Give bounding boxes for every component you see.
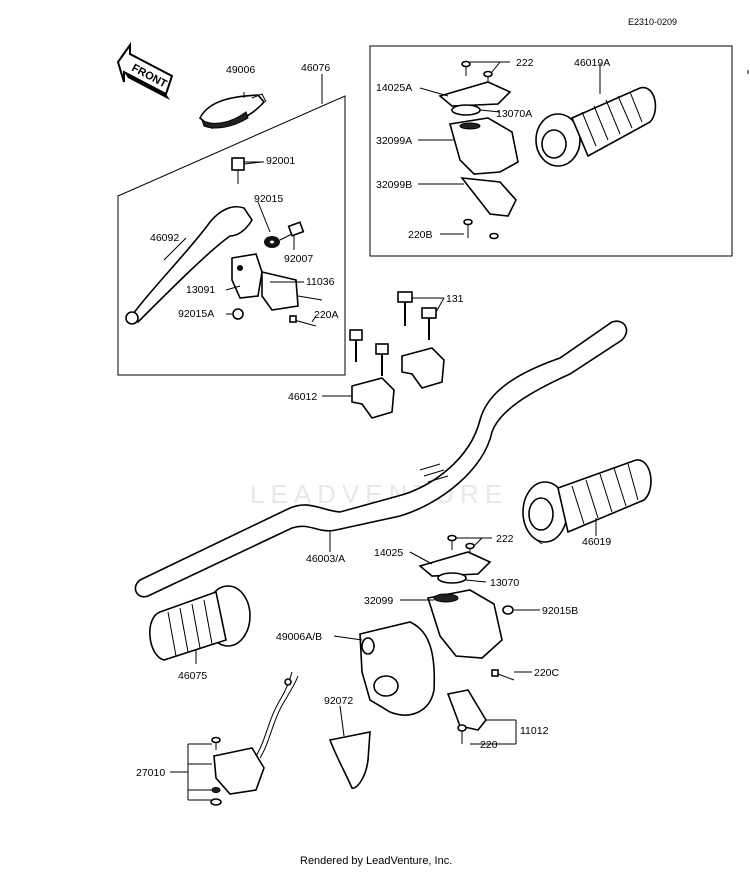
label-49006: 49006 xyxy=(226,64,255,76)
grip-46019-part xyxy=(522,459,652,545)
handlebar-part xyxy=(134,320,628,598)
label-11012: 11012 xyxy=(520,725,549,737)
gasket-13070-part xyxy=(437,572,467,584)
pivot-bolt-part xyxy=(231,157,263,184)
label-131: 131 xyxy=(446,293,464,305)
throttle-assembly-box xyxy=(369,45,733,257)
housing-32099a-part xyxy=(448,117,519,175)
bolts-131 xyxy=(349,291,437,376)
label-222-lower: 222 xyxy=(496,533,514,545)
clutch-lever-part xyxy=(125,206,253,325)
nut-92015b-part xyxy=(502,605,514,615)
cover-14025-part xyxy=(418,551,492,577)
label-14025: 14025 xyxy=(374,547,403,559)
label-13070: 13070 xyxy=(490,577,519,589)
label-92015a: 92015A xyxy=(178,308,214,320)
label-13070a: 13070A xyxy=(496,108,532,120)
label-46012: 46012 xyxy=(288,391,317,403)
label-46019: 46019 xyxy=(582,536,611,548)
label-92007: 92007 xyxy=(284,253,313,265)
label-32099a: 32099A xyxy=(376,135,412,147)
label-46092: 46092 xyxy=(150,232,179,244)
screw-220c-part xyxy=(497,673,515,681)
label-27010: 27010 xyxy=(136,767,165,779)
clamp-46012-part xyxy=(351,377,395,419)
label-220a: 220A xyxy=(314,309,339,321)
label-92001: 92001 xyxy=(266,155,295,167)
lever-cover-part xyxy=(199,93,267,129)
label-32099: 32099 xyxy=(364,595,393,607)
washer-part xyxy=(264,236,280,248)
label-92015: 92015 xyxy=(254,193,283,205)
label-222-top: 222 xyxy=(516,57,534,69)
label-11036: 11036 xyxy=(306,276,335,288)
label-46019a: 46019A xyxy=(574,57,610,69)
housing-32099b-part xyxy=(460,177,517,217)
screw-220a-part xyxy=(293,319,317,327)
screw-220a-head xyxy=(289,315,297,323)
label-32099b: 32099B xyxy=(376,179,412,191)
label-92072: 92072 xyxy=(324,695,353,707)
screw-220-head xyxy=(457,724,467,732)
grip-46075-part xyxy=(149,585,251,661)
band-92072-part xyxy=(328,731,371,789)
label-220: 220 xyxy=(480,739,498,751)
label-46076: 46076 xyxy=(301,62,330,74)
screw-220c-head xyxy=(491,669,499,677)
label-46075: 46075 xyxy=(178,670,207,682)
gasket-13070a-part xyxy=(451,104,481,116)
adjuster-screw-part xyxy=(279,221,305,241)
diagram-code: E2310-0209 xyxy=(628,17,677,27)
label-14025a: 14025A xyxy=(376,82,412,94)
front-arrow-icon: FRONT xyxy=(116,41,174,100)
switch-27010-part xyxy=(210,671,299,806)
nut-92015a-part xyxy=(232,308,244,320)
screws-220b xyxy=(463,218,499,240)
label-220b: 220B xyxy=(408,229,433,241)
label-49006ab: 49006A/B xyxy=(276,631,322,643)
footer-credit: Rendered by LeadVenture, Inc. xyxy=(300,855,452,867)
clamp-upper-right-part xyxy=(401,347,445,389)
label-220c: 220C xyxy=(534,667,560,679)
label-92015b: 92015B xyxy=(542,605,578,617)
cover-49006ab-part xyxy=(359,621,436,716)
bracket-11012-part xyxy=(446,689,487,731)
lever-assembly-box xyxy=(117,95,346,376)
screws-222-top xyxy=(461,60,493,86)
bolt-11036-part xyxy=(297,295,323,301)
label-13091: 13091 xyxy=(186,284,215,296)
label-46003a: 46003/A xyxy=(306,553,345,565)
grip-46019a-part xyxy=(535,87,657,167)
cover-14025a-part xyxy=(438,81,512,107)
housing-32099-part xyxy=(426,589,503,659)
